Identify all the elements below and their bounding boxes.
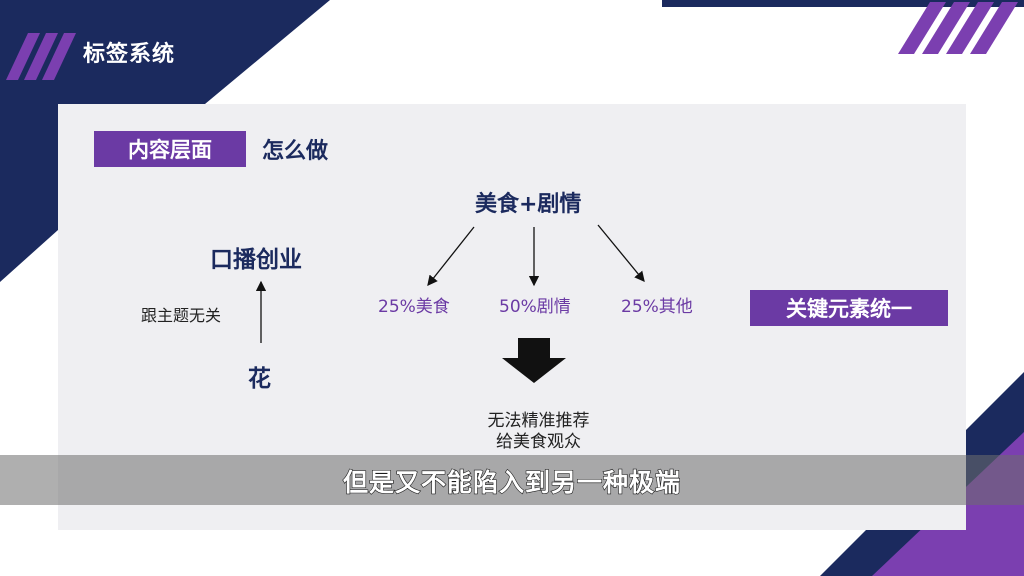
left-top-label: 口播创业 bbox=[210, 247, 302, 273]
left-side-label: 跟主题无关 bbox=[141, 306, 222, 325]
section-heading: 怎么做 bbox=[262, 139, 329, 164]
key-element-box: 关键元素统一 bbox=[750, 290, 948, 326]
page-title: 标签系统 bbox=[83, 42, 176, 67]
subtitle-text: 但是又不能陷入到另一种极端 bbox=[342, 467, 681, 497]
result-line-2: 给美食观众 bbox=[496, 432, 581, 452]
result-line-1: 无法精准推荐 bbox=[487, 411, 590, 431]
section-tag: 内容层面 bbox=[94, 131, 246, 167]
left-bottom-label: 花 bbox=[248, 366, 271, 392]
subtitle-bar bbox=[0, 455, 1024, 505]
branch-label-plot: 50%剧情 bbox=[499, 297, 571, 317]
branch-label-food: 25%美食 bbox=[378, 297, 450, 317]
branch-label-other: 25%其他 bbox=[621, 297, 693, 317]
center-top-label: 美食+剧情 bbox=[475, 192, 582, 217]
